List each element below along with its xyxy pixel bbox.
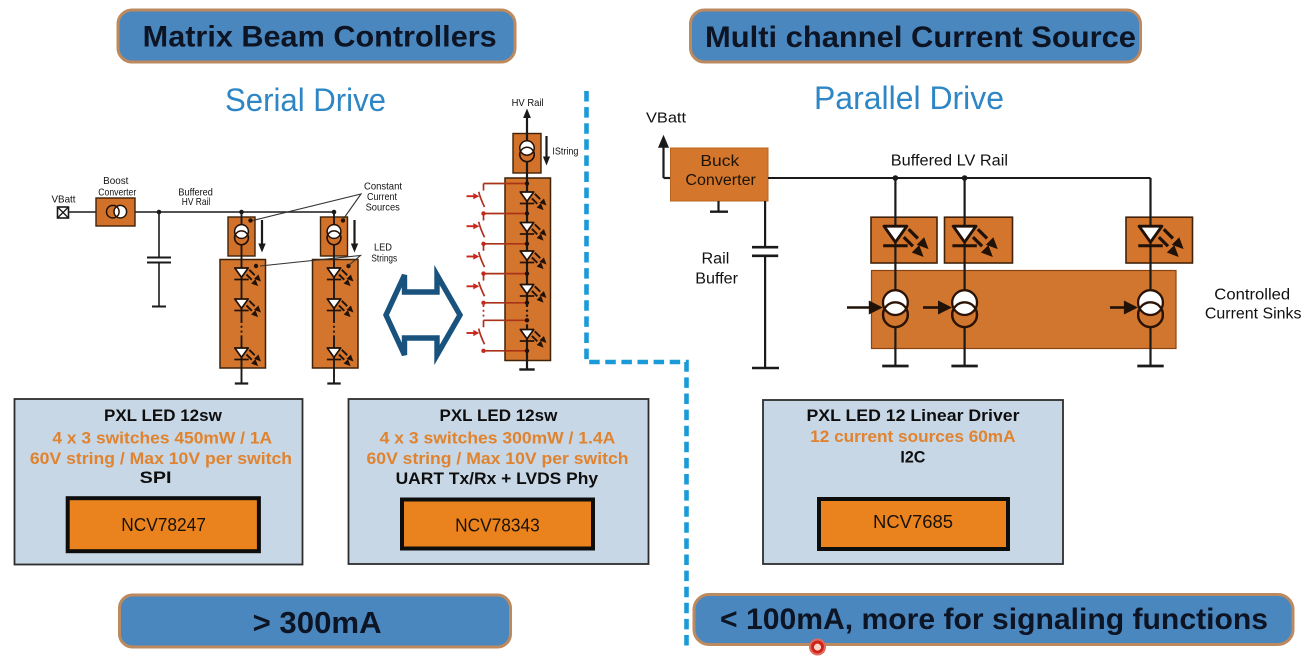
svg-text:Rail: Rail: [702, 251, 730, 268]
svg-text:Parallel Drive: Parallel Drive: [814, 80, 1004, 116]
svg-text:Buffered LV Rail: Buffered LV Rail: [891, 153, 1008, 170]
svg-text:LED: LED: [374, 242, 392, 254]
svg-text:Serial Drive: Serial Drive: [225, 82, 386, 118]
svg-text:VBatt: VBatt: [646, 110, 687, 127]
svg-text:I2C: I2C: [900, 448, 925, 467]
svg-text:Constant: Constant: [364, 180, 402, 192]
svg-text:4 x 3 switches 450mW / 1A: 4 x 3 switches 450mW / 1A: [52, 429, 272, 448]
svg-text:Buffered: Buffered: [178, 186, 213, 198]
svg-text:PXL LED 12sw: PXL LED 12sw: [440, 406, 559, 425]
svg-text:4 x 3 switches 300mW / 1.4A: 4 x 3 switches 300mW / 1.4A: [380, 429, 616, 448]
svg-text:Controlled: Controlled: [1214, 286, 1290, 303]
svg-text:NCV7685: NCV7685: [873, 512, 953, 532]
svg-text:HV Rail: HV Rail: [512, 97, 544, 109]
svg-text:VBatt: VBatt: [52, 194, 76, 206]
svg-text:PXL LED 12 Linear Driver: PXL LED 12 Linear Driver: [807, 406, 1020, 425]
svg-text:NCV78343: NCV78343: [455, 516, 540, 536]
svg-text:Boost: Boost: [103, 175, 128, 187]
svg-text:IString: IString: [552, 146, 578, 158]
svg-text:Converter: Converter: [98, 186, 136, 198]
svg-text:Matrix Beam Controllers: Matrix Beam Controllers: [143, 21, 497, 54]
svg-text:> 300mA: > 300mA: [253, 605, 382, 640]
svg-text:Current: Current: [367, 191, 397, 203]
svg-text:60V string / Max 10V per swit: 60V string / Max 10V per switch: [30, 449, 292, 468]
svg-text:< 100mA, more for signaling fu: < 100mA, more for signaling functions: [720, 603, 1268, 636]
svg-text:Buffer: Buffer: [695, 271, 738, 288]
svg-text:Multi channel Current Source: Multi channel Current Source: [705, 21, 1136, 54]
svg-text:HV Rail: HV Rail: [182, 196, 210, 208]
svg-text:Current Sinks: Current Sinks: [1205, 306, 1302, 323]
svg-text:UART Tx/Rx + LVDS Phy: UART Tx/Rx + LVDS Phy: [396, 469, 599, 488]
svg-text:Strings: Strings: [371, 253, 397, 265]
svg-text:Buck: Buck: [700, 153, 739, 170]
svg-text:Sources: Sources: [366, 201, 400, 213]
svg-text:60V string / Max 10V per swit: 60V string / Max 10V per switch: [367, 449, 629, 468]
svg-text:SPI: SPI: [140, 468, 172, 487]
svg-text:NCV78247: NCV78247: [121, 515, 206, 535]
svg-text:Converter: Converter: [685, 172, 756, 189]
svg-text:PXL LED 12sw: PXL LED 12sw: [104, 406, 223, 425]
svg-text:12 current sources 60mA: 12 current sources 60mA: [810, 427, 1015, 446]
